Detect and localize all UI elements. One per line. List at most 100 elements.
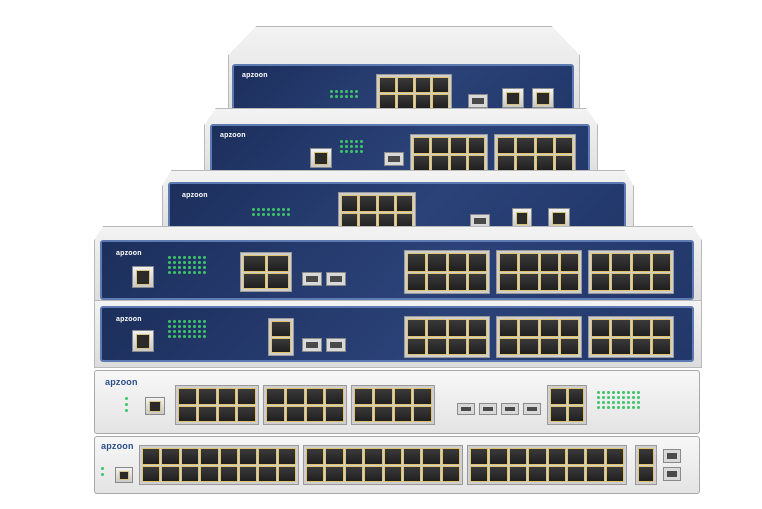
status-led bbox=[193, 320, 196, 323]
ethernet-port bbox=[467, 272, 487, 291]
switch-4-sfp-slot-1 bbox=[302, 272, 322, 286]
ethernet-port bbox=[550, 388, 567, 405]
status-led bbox=[627, 391, 630, 394]
status-led bbox=[637, 396, 640, 399]
switch-6: apzoon bbox=[94, 370, 700, 434]
switch-6-sfp-slot-4 bbox=[523, 403, 541, 415]
status-led bbox=[602, 391, 605, 394]
status-led bbox=[198, 261, 201, 264]
ethernet-port bbox=[395, 195, 413, 212]
ethernet-port bbox=[266, 405, 285, 422]
ethernet-port bbox=[305, 405, 325, 422]
status-led bbox=[188, 261, 191, 264]
ethernet-port bbox=[470, 448, 489, 465]
ethernet-port bbox=[591, 272, 611, 291]
ethernet-port bbox=[447, 253, 467, 272]
ethernet-port bbox=[325, 405, 344, 422]
ethernet-port bbox=[359, 195, 377, 212]
switch-6-faceplate: apzoon bbox=[94, 370, 700, 434]
switch-7-status-leds bbox=[101, 467, 104, 476]
ethernet-port bbox=[341, 195, 359, 212]
status-led bbox=[257, 208, 260, 211]
switch-3-status-leds bbox=[252, 208, 290, 216]
ethernet-port bbox=[178, 405, 197, 422]
status-led bbox=[188, 325, 191, 328]
ethernet-port bbox=[407, 319, 427, 337]
status-led bbox=[607, 396, 610, 399]
ethernet-port bbox=[539, 319, 559, 337]
status-led bbox=[277, 208, 280, 211]
status-led bbox=[355, 95, 358, 98]
status-led bbox=[203, 271, 206, 274]
status-led bbox=[345, 90, 348, 93]
status-led bbox=[350, 150, 353, 153]
status-led bbox=[178, 335, 181, 338]
switch-1-port-bank bbox=[376, 74, 452, 112]
switch-7-faceplate: apzoon bbox=[94, 436, 700, 494]
ethernet-port bbox=[217, 405, 237, 422]
ethernet-port bbox=[559, 319, 579, 337]
status-led bbox=[632, 406, 635, 409]
status-led bbox=[168, 325, 171, 328]
ethernet-port bbox=[377, 195, 395, 212]
ethernet-port bbox=[266, 388, 285, 405]
ethernet-port bbox=[449, 154, 467, 171]
ethernet-port bbox=[407, 337, 427, 355]
ethernet-port bbox=[586, 448, 605, 465]
status-led bbox=[183, 266, 186, 269]
ethernet-port bbox=[427, 253, 447, 272]
ethernet-port bbox=[519, 272, 539, 291]
ethernet-port bbox=[508, 465, 528, 482]
switch-6-sfp-slot-2 bbox=[479, 403, 497, 415]
status-led bbox=[198, 330, 201, 333]
ethernet-port bbox=[497, 137, 516, 154]
ethernet-port bbox=[539, 337, 559, 355]
status-led bbox=[188, 330, 191, 333]
ethernet-port bbox=[631, 253, 651, 272]
switch-5-port-bank-2 bbox=[496, 316, 582, 358]
ethernet-port bbox=[605, 448, 624, 465]
status-led bbox=[597, 391, 600, 394]
switch-5-console-port bbox=[132, 330, 154, 352]
ethernet-port bbox=[383, 465, 402, 482]
ethernet-port bbox=[567, 405, 584, 422]
ethernet-port bbox=[447, 337, 467, 355]
ethernet-port bbox=[364, 465, 383, 482]
switch-7-brand-logo: apzoon bbox=[101, 441, 134, 451]
status-led bbox=[183, 256, 186, 259]
status-led bbox=[173, 271, 176, 274]
ethernet-port bbox=[559, 337, 579, 355]
ethernet-port bbox=[535, 137, 554, 154]
ethernet-port bbox=[591, 319, 611, 337]
status-led bbox=[183, 261, 186, 264]
ethernet-port bbox=[467, 137, 485, 154]
status-led bbox=[198, 266, 201, 269]
status-led bbox=[198, 271, 201, 274]
ethernet-port bbox=[605, 465, 624, 482]
ethernet-port bbox=[467, 319, 487, 337]
status-led bbox=[602, 406, 605, 409]
switch-6-status-leds bbox=[125, 397, 128, 412]
status-led bbox=[193, 271, 196, 274]
ethernet-port bbox=[638, 448, 654, 465]
switch-6-sfp-slot-1 bbox=[457, 403, 475, 415]
ethernet-port bbox=[550, 405, 567, 422]
status-led bbox=[168, 261, 171, 264]
status-led bbox=[632, 396, 635, 399]
status-led bbox=[272, 208, 275, 211]
switch-7-sfp-slot-2 bbox=[663, 467, 681, 481]
status-led bbox=[607, 391, 610, 394]
ethernet-port bbox=[566, 448, 586, 465]
status-led bbox=[272, 213, 275, 216]
ethernet-port bbox=[427, 337, 447, 355]
ethernet-port bbox=[383, 448, 402, 465]
ethernet-port bbox=[243, 272, 266, 289]
ethernet-port bbox=[651, 337, 671, 355]
switch-5-faceplate: apzoon bbox=[100, 306, 694, 362]
status-led bbox=[198, 256, 201, 259]
ethernet-port bbox=[467, 253, 487, 272]
switch-7-sfp-slot-1 bbox=[663, 449, 681, 463]
ethernet-port bbox=[591, 337, 611, 355]
status-led bbox=[178, 271, 181, 274]
status-led bbox=[612, 391, 615, 394]
